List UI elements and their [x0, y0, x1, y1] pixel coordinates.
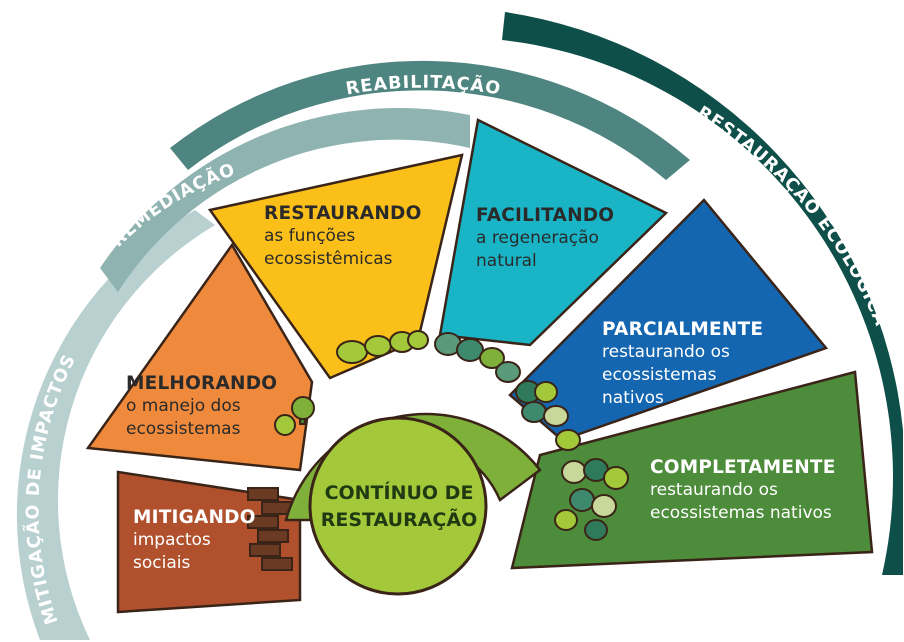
- segment-mitigando: [116, 470, 302, 614]
- facilitando-title: FACILITANDO: [476, 205, 615, 226]
- facilitando-label: FACILITANDO a regeneração natural: [476, 204, 614, 273]
- restaurando-line2: ecossistêmicas: [264, 249, 393, 269]
- center-line1: CONTÍNUO DE: [324, 482, 474, 504]
- melhorando-title: MELHORANDO: [126, 373, 278, 394]
- arc-mitigacao: [16, 210, 215, 640]
- restaurando-title: RESTAURANDO: [264, 203, 422, 224]
- brick-wall-icon: [247, 487, 293, 571]
- completamente-title: COMPLETAMENTE: [650, 457, 836, 478]
- arc-label-reabilitacao: REABILITAÇÃO: [344, 72, 502, 99]
- mitigando-line2: sociais: [133, 553, 191, 573]
- center-line2: RESTAURAÇÃO: [320, 509, 478, 531]
- parcialmente-line3: nativos: [602, 388, 664, 408]
- mitigando-label: MITIGANDO impactos sociais: [133, 506, 256, 575]
- mitigando-line1: impactos: [133, 530, 211, 550]
- melhorando-line2: ecossistemas: [126, 419, 241, 439]
- parcialmente-title: PARCIALMENTE: [602, 319, 764, 340]
- parcialmente-line2: ecossistemas: [602, 365, 717, 385]
- completamente-line2: ecossistemas nativos: [650, 503, 832, 523]
- restaurando-label: RESTAURANDO as funções ecossistêmicas: [264, 202, 422, 271]
- restaurando-line1: as funções: [264, 226, 356, 246]
- segment-melhorando: [85, 242, 314, 472]
- completamente-line1: restaurando os: [650, 480, 778, 500]
- parcialmente-line1: restaurando os: [602, 342, 730, 362]
- melhorando-line1: o manejo dos: [126, 396, 241, 416]
- arc-reabilitacao: [170, 60, 690, 180]
- segment-facilitando: [438, 118, 669, 347]
- completamente-label: COMPLETAMENTE restaurando os ecossistema…: [650, 456, 836, 525]
- melhorando-label: MELHORANDO o manejo dos ecossistemas: [126, 372, 277, 441]
- parcialmente-label: PARCIALMENTE restaurando os ecossistemas…: [602, 318, 763, 410]
- segment-completamente: [510, 370, 874, 570]
- center-label: CONTÍNUO DE RESTAURAÇÃO: [313, 480, 485, 534]
- facilitando-line2: natural: [476, 251, 537, 271]
- mitigando-title: MITIGANDO: [133, 507, 256, 528]
- center-circle: [308, 416, 488, 596]
- facilitando-line1: a regeneração: [476, 228, 599, 248]
- arc-remediacao: [100, 107, 470, 292]
- vegetation-icons: [274, 330, 629, 541]
